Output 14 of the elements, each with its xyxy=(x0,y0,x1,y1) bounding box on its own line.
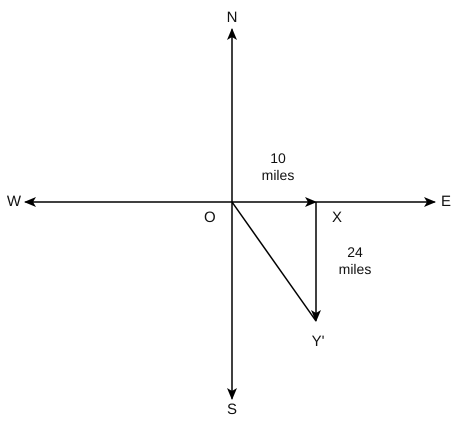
arrow xyxy=(316,197,436,207)
point-label: O xyxy=(204,202,232,226)
point-label: S xyxy=(224,400,240,420)
point-label: W xyxy=(4,193,24,211)
point-label: X xyxy=(316,202,342,226)
point-label: Y' xyxy=(306,322,330,350)
arrow xyxy=(227,28,237,202)
arrow xyxy=(227,202,237,400)
point-label: N xyxy=(224,8,240,28)
point-label: E xyxy=(436,193,456,211)
line xyxy=(231,202,317,322)
arrow xyxy=(232,197,317,207)
arrow xyxy=(24,197,232,207)
arrow xyxy=(311,202,321,322)
